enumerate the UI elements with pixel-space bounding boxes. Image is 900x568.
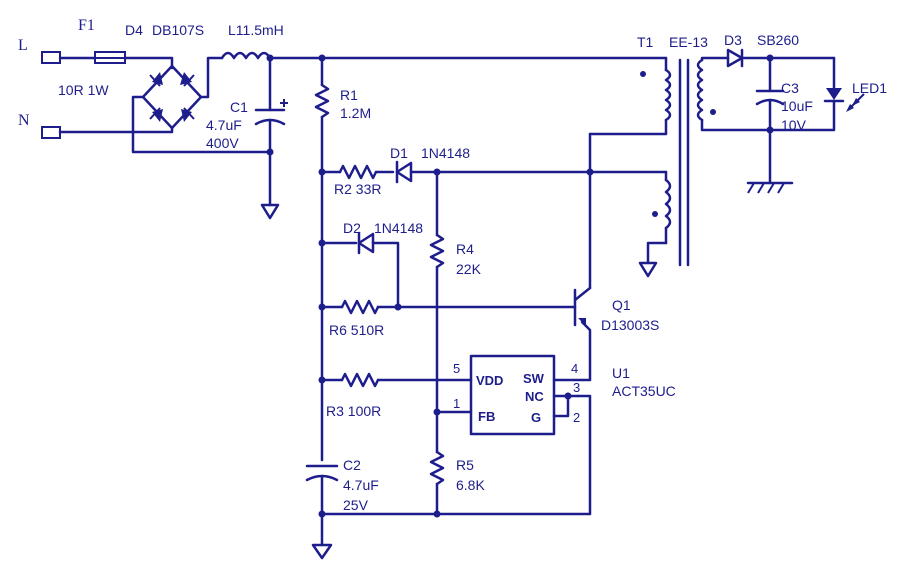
u1-part-label: ACT35UC [612,383,676,399]
led1 [768,56,865,132]
fuse-ref-label: F1 [78,17,95,34]
r5-ref-label: R5 [456,457,474,473]
u1-pin-sw: SW [523,371,545,386]
u1-ref-label: U1 [612,365,630,381]
r1-ref-label: R1 [340,87,358,103]
q1-part-label: D13003S [601,317,659,333]
resistor-r5 [429,450,445,516]
bridge-rectifier-d4 [141,64,203,130]
c3-ref-label: C3 [781,80,799,96]
line-terminal [41,51,97,64]
ground-c1 [260,203,280,220]
u1-pin-number-4: 4 [571,361,578,376]
d3-ref-label: D3 [724,32,742,48]
d2-part-label: 1N4148 [374,220,423,236]
r2-label: R2 33R [334,181,381,197]
neutral-label: N [18,112,30,129]
fuse-f1 [94,51,126,64]
bridge-ref-label: D4 [125,22,143,38]
d1-part-label: 1N4148 [421,145,470,161]
d1-ref-label: D1 [390,145,408,161]
u1-pin-number-5: 5 [453,361,460,376]
resistor-r1 [314,56,330,462]
u1-pin-fb: FB [478,409,495,424]
u1-pin-nc: NC [525,389,544,404]
r4-ref-label: R4 [456,241,474,257]
u1-pin-number-3: 3 [573,380,580,395]
diode-d1 [395,160,668,184]
transistor-q1 [573,118,668,327]
u1-pin-number-2: 2 [573,410,580,425]
diode-d3 [726,48,836,68]
c3-value-label: 10uF [781,98,813,114]
t1-ref-label: T1 [637,34,654,50]
u1-pin-number-1: 1 [453,396,460,411]
u1-pin-g: G [531,410,541,425]
ground-aux [638,261,658,278]
bridge-part-label: DB107S [152,22,204,38]
fuse-value-label: 10R 1W [58,82,109,98]
r1-value-label: 1.2M [340,105,371,121]
c2-value-label: 4.7uF [343,477,379,493]
resistor-r6 [320,299,577,315]
capacitor-c1 [254,56,288,207]
inductor-l1 [220,51,272,60]
line-label: L [18,37,28,54]
led-ref-label: LED1 [852,80,887,96]
t1-core-label: EE-13 [669,34,708,50]
inductor-label: L11.5mH [228,22,284,38]
d2-ref-label: D2 [343,220,361,236]
c2-ref-label: C2 [343,457,361,473]
resistor-r2 [320,164,395,180]
r5-value-label: 6.8K [456,477,485,493]
q1-ref-label: Q1 [612,297,631,313]
diode-d2 [320,231,400,309]
c1-ref-label: C1 [230,99,248,115]
r4-value-label: 22K [456,261,482,277]
resistor-r4 [429,170,445,454]
neutral-terminal [41,126,135,139]
r6-label: R6 510R [329,322,384,338]
c2-voltage-label: 25V [343,497,369,513]
u1-pin-vdd: VDD [476,373,503,388]
ground-c2 [311,543,333,560]
c1-value-label: 4.7uF [206,117,242,133]
capacitor-c2 [305,464,339,547]
r3-label: R3 100R [326,403,381,419]
c1-voltage-label: 400V [206,135,239,151]
capacitor-c3 [755,56,785,185]
d3-part-label: SB260 [757,32,799,48]
transformer-t1 [640,56,772,267]
resistor-r3 [320,372,473,388]
chassis-ground [746,181,794,194]
